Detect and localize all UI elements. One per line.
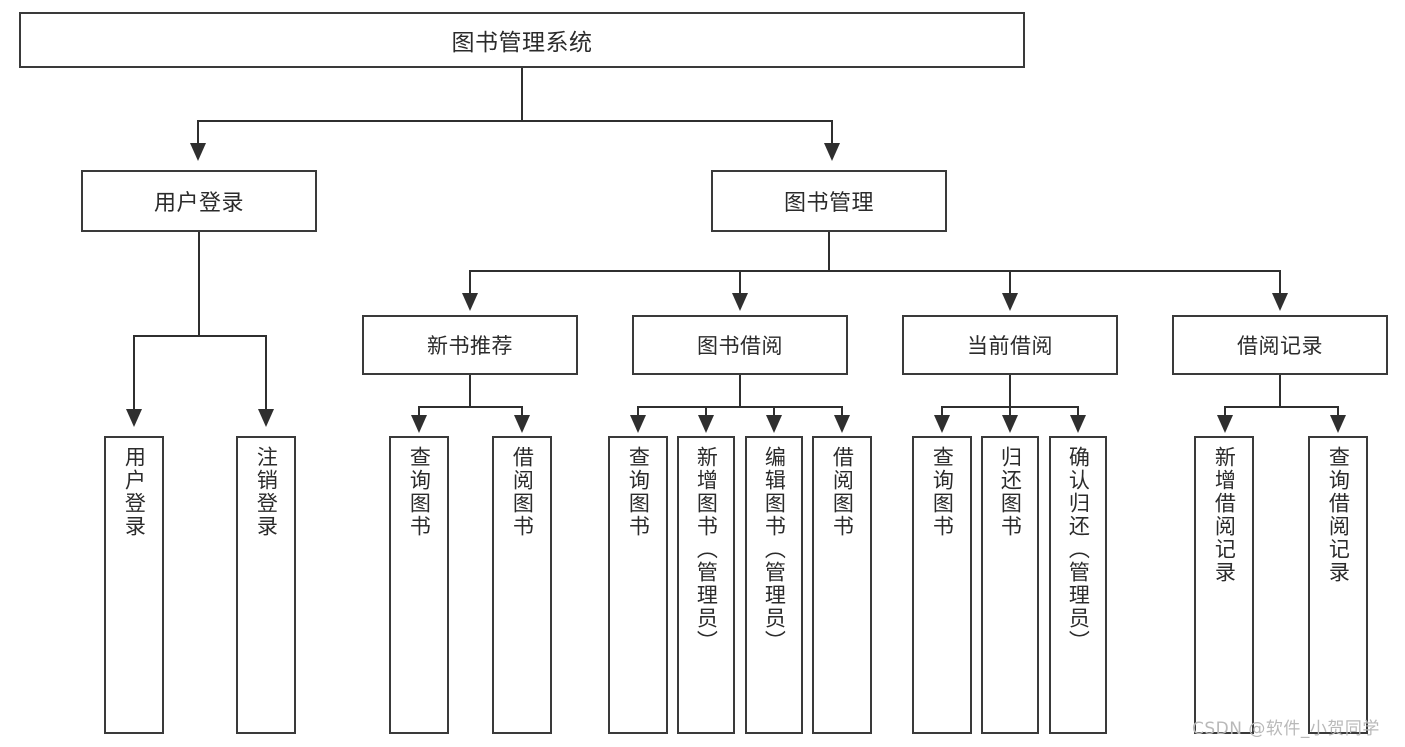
arrowhead-icon	[1002, 415, 1018, 433]
leaf-label: 查询图书	[626, 446, 651, 538]
leaf-label: 确认归还（管理员）	[1066, 446, 1091, 653]
connector-user-login-stem	[198, 232, 200, 335]
node-borrowing-record[interactable]: 借阅记录	[1172, 315, 1388, 375]
node-book-management[interactable]: 图书管理	[711, 170, 947, 232]
leaf-query-borrow-record[interactable]: 查询借阅记录	[1308, 436, 1368, 734]
connector-root-drop-2	[831, 120, 833, 145]
arrowhead-icon	[766, 415, 782, 433]
connector-book-borrow-drop-4	[841, 406, 843, 418]
arrowhead-icon	[1272, 293, 1288, 311]
connector-borrow-record-bus	[1224, 406, 1337, 408]
leaf-edit-book-admin[interactable]: 编辑图书（管理员）	[745, 436, 803, 734]
connector-user-login-bus	[133, 335, 265, 337]
connector-book-borrow-stem	[739, 375, 741, 407]
connector-level3-drop-4	[1279, 270, 1281, 295]
connector-new-book-drop-1	[418, 406, 420, 418]
node-label: 图书管理	[783, 191, 874, 216]
leaf-label: 查询图书	[930, 446, 955, 538]
arrowhead-icon	[630, 415, 646, 433]
connector-borrow-record-stem	[1279, 375, 1281, 407]
connector-user-login-drop-1	[133, 335, 135, 411]
leaf-query-book-current[interactable]: 查询图书	[912, 436, 972, 734]
arrowhead-icon	[126, 409, 142, 427]
connector-borrow-record-drop-2	[1337, 406, 1339, 418]
arrowhead-icon	[514, 415, 530, 433]
leaf-label: 查询借阅记录	[1326, 446, 1351, 584]
node-user-login[interactable]: 用户登录	[81, 170, 317, 232]
arrowhead-icon	[1070, 415, 1086, 433]
node-label: 图书管理系统	[451, 30, 593, 56]
leaf-logout[interactable]: 注销登录	[236, 436, 296, 734]
connector-current-borrow-drop-3	[1077, 406, 1079, 418]
node-new-book-recommendation[interactable]: 新书推荐	[362, 315, 578, 375]
node-label: 用户登录	[153, 191, 244, 216]
connector-new-book-drop-2	[521, 406, 523, 418]
arrowhead-icon	[1217, 415, 1233, 433]
connector-new-book-stem	[469, 375, 471, 407]
connector-book-management-stem	[828, 232, 830, 270]
node-root-library-management-system[interactable]: 图书管理系统	[19, 12, 1025, 68]
arrowhead-icon	[934, 415, 950, 433]
leaf-borrow-book-new[interactable]: 借阅图书	[492, 436, 552, 734]
arrowhead-icon	[698, 415, 714, 433]
connector-current-borrow-stem	[1009, 375, 1011, 407]
connector-root-stem	[521, 68, 523, 120]
arrowhead-icon	[190, 143, 206, 161]
connector-root-bus	[197, 120, 833, 122]
arrowhead-icon	[824, 143, 840, 161]
leaf-label: 用户登录	[122, 446, 147, 538]
arrowhead-icon	[258, 409, 274, 427]
leaf-label: 借阅图书	[830, 446, 855, 538]
connector-level3-drop-2	[739, 270, 741, 295]
arrowhead-icon	[1330, 415, 1346, 433]
connector-book-borrow-drop-2	[705, 406, 707, 418]
leaf-label: 归还图书	[998, 446, 1023, 538]
arrowhead-icon	[462, 293, 478, 311]
connector-current-borrow-drop-1	[941, 406, 943, 418]
leaf-add-book-admin[interactable]: 新增图书（管理员）	[677, 436, 735, 734]
node-label: 当前借阅	[967, 334, 1053, 358]
leaf-borrow-book[interactable]: 借阅图书	[812, 436, 872, 734]
connector-book-borrow-drop-1	[637, 406, 639, 418]
arrowhead-icon	[834, 415, 850, 433]
connector-level3-drop-1	[469, 270, 471, 295]
leaf-label: 借阅图书	[510, 446, 535, 538]
leaf-add-borrow-record[interactable]: 新增借阅记录	[1194, 436, 1254, 734]
leaf-label: 新增借阅记录	[1212, 446, 1237, 584]
node-current-borrowing[interactable]: 当前借阅	[902, 315, 1118, 375]
connector-book-borrow-bus	[637, 406, 843, 408]
leaf-label: 查询图书	[407, 446, 432, 538]
node-book-borrowing[interactable]: 图书借阅	[632, 315, 848, 375]
connector-user-login-drop-2	[265, 335, 267, 411]
leaf-query-book-borrow[interactable]: 查询图书	[608, 436, 668, 734]
node-label: 借阅记录	[1237, 334, 1323, 358]
leaf-user-login[interactable]: 用户登录	[104, 436, 164, 734]
leaf-label: 新增图书（管理员）	[694, 446, 719, 653]
arrowhead-icon	[1002, 293, 1018, 311]
connector-level3-drop-3	[1009, 270, 1011, 295]
leaf-label: 编辑图书（管理员）	[762, 446, 787, 653]
connector-new-book-bus	[418, 406, 521, 408]
connector-borrow-record-drop-1	[1224, 406, 1226, 418]
connector-level3-bus	[469, 270, 1279, 272]
leaf-return-book[interactable]: 归还图书	[981, 436, 1039, 734]
leaf-query-book-new[interactable]: 查询图书	[389, 436, 449, 734]
node-label: 新书推荐	[427, 334, 513, 358]
connector-book-borrow-drop-3	[773, 406, 775, 418]
arrowhead-icon	[732, 293, 748, 311]
connector-current-borrow-drop-2	[1009, 406, 1011, 418]
arrowhead-icon	[411, 415, 427, 433]
leaf-label: 注销登录	[254, 446, 279, 538]
node-label: 图书借阅	[697, 334, 783, 358]
leaf-confirm-return-admin[interactable]: 确认归还（管理员）	[1049, 436, 1107, 734]
connector-root-drop-1	[197, 120, 199, 145]
